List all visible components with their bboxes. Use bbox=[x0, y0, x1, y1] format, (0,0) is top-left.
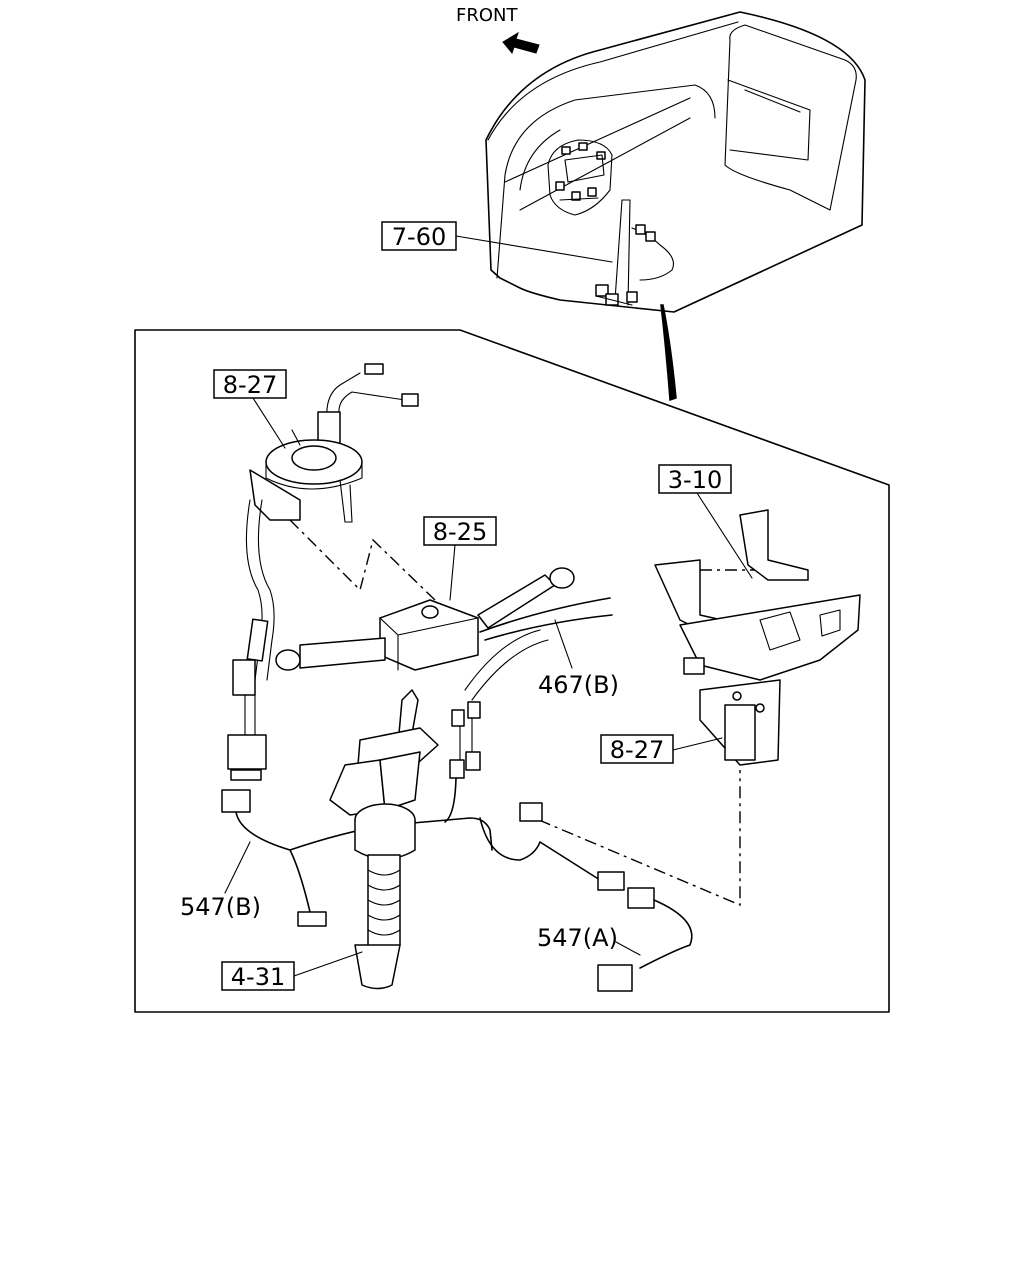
svg-text:3-10: 3-10 bbox=[668, 466, 722, 494]
column-cover bbox=[699, 679, 781, 766]
clock-spring-assembly bbox=[249, 363, 419, 523]
combination-switch bbox=[275, 567, 613, 823]
callout-467b: 467(B) bbox=[538, 619, 619, 699]
dash-line-right bbox=[538, 770, 741, 907]
front-arrow-icon bbox=[502, 31, 540, 55]
callout-547b: 547(B) bbox=[180, 841, 261, 921]
detail-pointer bbox=[660, 304, 677, 402]
harness-left bbox=[221, 499, 493, 927]
svg-text:8-25: 8-25 bbox=[433, 518, 487, 546]
cab-overview bbox=[485, 11, 866, 313]
svg-text:547(A): 547(A) bbox=[537, 924, 618, 952]
dash-line-left bbox=[289, 519, 436, 601]
svg-text:8-27: 8-27 bbox=[610, 736, 664, 764]
steering-column bbox=[329, 689, 439, 990]
svg-text:467(B): 467(B) bbox=[538, 671, 619, 699]
svg-text:4-31: 4-31 bbox=[231, 963, 285, 991]
svg-text:7-60: 7-60 bbox=[392, 223, 446, 251]
callout-4-31: 4-31 bbox=[221, 951, 363, 991]
callout-3-10: 3-10 bbox=[658, 464, 753, 579]
detail-frame bbox=[134, 329, 890, 1013]
callout-8-25: 8-25 bbox=[423, 516, 497, 601]
svg-text:8-27: 8-27 bbox=[223, 371, 277, 399]
svg-text:547(B): 547(B) bbox=[180, 893, 261, 921]
harness-547a bbox=[479, 802, 693, 992]
steering-bracket bbox=[654, 509, 861, 681]
callout-547a: 547(A) bbox=[537, 924, 641, 956]
callout-8-27-right: 8-27 bbox=[600, 734, 723, 764]
callout-8-27-top: 8-27 bbox=[213, 369, 287, 449]
callout-7-60: 7-60 bbox=[381, 221, 613, 263]
front-label: FRONT bbox=[456, 5, 518, 26]
